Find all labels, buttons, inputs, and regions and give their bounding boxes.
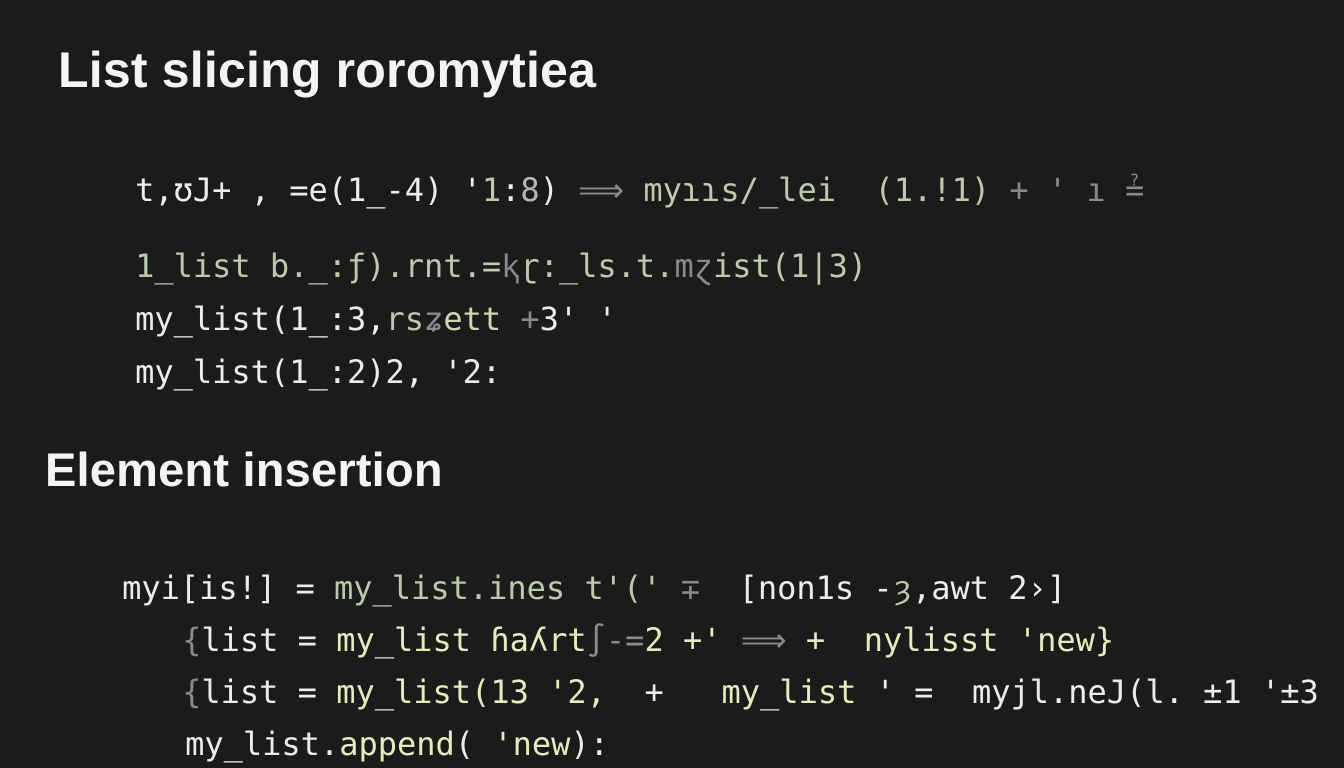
code-segment: + [520, 300, 540, 338]
code-segment: 1 [481, 171, 502, 209]
code-segment: list = [201, 621, 337, 659]
code-segment: + [625, 673, 722, 711]
code-segment: ,awt 2›] [911, 569, 1067, 607]
code-segment: : [501, 171, 521, 209]
code-segment: [non1s - [719, 569, 893, 607]
code-line-slicing-2: 1_list b._:ƒ).rnt.=ⱪɽ:_ls.t.mɀist(1|3) [58, 200, 867, 332]
section-title-element-insertion: Element insertion [45, 443, 443, 496]
code-segment: myɿɿs/_lei (1.!1) [643, 171, 1010, 209]
code-line-insertion-2: {list = my_list ɦaʎrt∫-=2 +' ⟹ + nylisst… [105, 574, 1114, 706]
code-segment: 8 [520, 171, 540, 209]
code-segment: t,ʊJ+ , =e(1_-4) ' [135, 171, 482, 209]
code-segment: ɦaʎrt [490, 621, 587, 659]
code-segment: 1_list b._:ƒ).rnt.= [135, 247, 502, 285]
arrow-icon: ⟹ [578, 171, 644, 209]
code-segment: myi[is!] = [122, 569, 334, 607]
code-segment: ' = myjl.neJ(l. ±1 '±3 [856, 673, 1319, 711]
code-segment: ∓ [661, 569, 720, 607]
code-segment: ist(1|3) [712, 247, 868, 285]
code-segment: + ' ı ≟ [1009, 171, 1145, 209]
section-title-list-slicing: List slicing roromytiea [58, 42, 597, 98]
code-segment: ȝ [892, 569, 912, 607]
code-segment: my_list(13 '2, [336, 673, 626, 711]
code-segment: { [182, 621, 202, 659]
code-segment: 'new [493, 725, 571, 763]
code-segment: (' [622, 569, 662, 607]
code-segment: list = [201, 673, 337, 711]
code-segment: ʑ [424, 300, 444, 338]
code-line-insertion-3: {list = my_list(13 '2, + my_list ' = myj… [105, 626, 1319, 758]
code-line-insertion-1: myi[is!] = my_list.ines t'(' ∓ [non1s -ȝ… [45, 522, 1066, 654]
code-segment: my_list [721, 673, 857, 711]
code-segment: my_list.ines t' [333, 569, 623, 607]
code-segment: my_list [336, 621, 491, 659]
code-segment: my_list(1_:2)2, '2: [135, 353, 502, 391]
code-segment: my_list(1_:3, [135, 300, 386, 338]
code-segment: ): [570, 725, 609, 763]
code-segment: { [182, 673, 202, 711]
code-segment: ett [443, 300, 521, 338]
code-segment: ∫-= [586, 621, 645, 659]
code-segment: append [339, 725, 455, 763]
code-line-slicing-3: my_list(1_:3,rsʑett +3' ' [58, 253, 617, 385]
code-segment: my_list. [185, 725, 340, 763]
code-segment: 2 +' [644, 621, 741, 659]
code-segment: rs [385, 300, 425, 338]
code-line-slicing-4: my_list(1_:2)2, '2: [58, 306, 501, 438]
code-segment: mɀ [674, 247, 713, 285]
arrow-icon: ⟹ [740, 621, 787, 659]
code-segment: ( [454, 725, 494, 763]
code-segment: ) [539, 171, 579, 209]
code-segment: ɽ:_ls.t. [520, 247, 675, 285]
code-line-slicing-1: t,ʊJ+ , =e(1_-4) '1:8) ⟹ myɿɿs/_lei (1.!… [58, 124, 1144, 256]
code-segment: ⱪ [501, 247, 521, 285]
code-segment: 3' ' [539, 300, 617, 338]
code-segment: + nylisst 'new} [786, 621, 1115, 659]
code-line-insertion-4: my_list.append( 'new): [108, 678, 609, 768]
